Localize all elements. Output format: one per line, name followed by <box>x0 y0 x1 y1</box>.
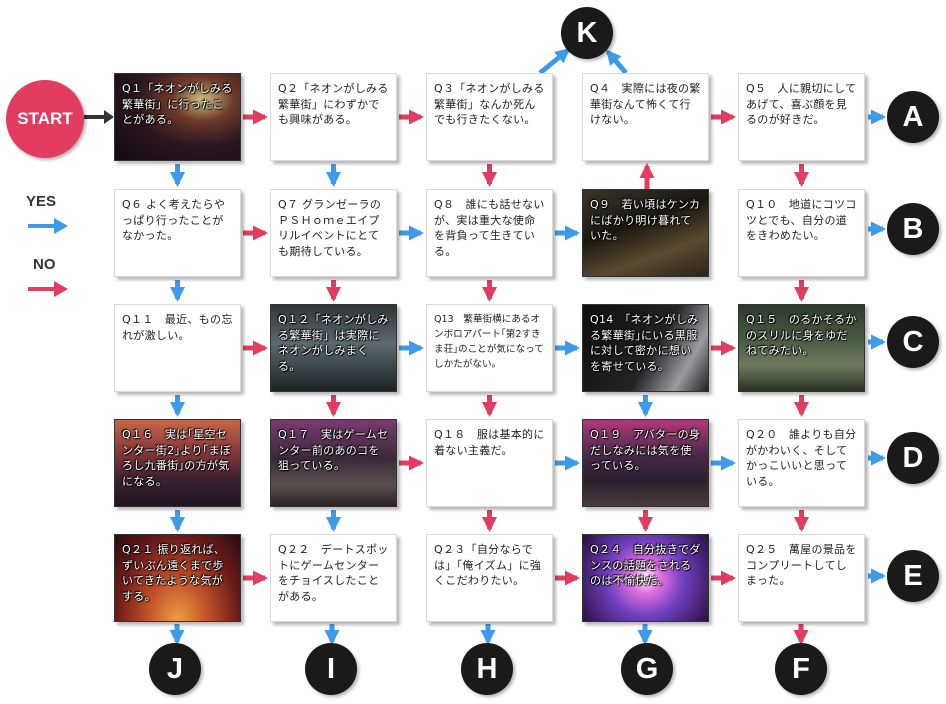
question-text: Q２２ デートスポットにゲームセンターをチョイスしたことがある。 <box>278 543 389 603</box>
question-text: Q１１ 最近、もの忘れが激しい。 <box>122 313 233 342</box>
question-box-q13: Q13 繁華街横にあるオンボロアパート｢第2すきま荘｣のことが気になってしかたが… <box>426 304 553 392</box>
arrow-q4-k <box>606 49 628 75</box>
result-circle-j: J <box>149 643 201 695</box>
question-text: Q４ 実際には夜の繁華街なんて怖くて行けない。 <box>590 82 701 126</box>
result-circle-d: D <box>887 432 939 484</box>
legend-yes-label: YES <box>26 193 57 210</box>
question-text: Q６ よく考えたらやっぱり行ったことがなかった。 <box>122 198 226 242</box>
question-box-q8: Q８ 誰にも話せないが、実は重大な使命を背負って生きている。 <box>426 189 553 277</box>
question-text: Q２３「自分ならでは」「俺イズム」に強くこだわりたい。 <box>434 543 542 587</box>
legend-no-arrow <box>28 281 68 297</box>
question-box-q24: Q２４ 自分抜きでダンスの話題をされるのは不愉快だ。 <box>582 534 709 622</box>
legend-yes-arrow <box>28 218 68 234</box>
question-text: Q１２「ネオンがしみる繁華街」は実際にネオンがしみまくる。 <box>278 313 389 373</box>
question-box-q7: Q７ グランゼーラのＰＳＨｏｍｅエイプリルイベントにとても期待している。 <box>270 189 397 277</box>
question-text: Q８ 誰にも話せないが、実は重大な使命を背負って生きている。 <box>434 198 545 258</box>
result-circle-i: I <box>305 643 357 695</box>
result-circle-k: K <box>561 7 613 59</box>
result-circle-g: G <box>621 643 673 695</box>
question-box-q9: Q９ 若い頃はケンカにばかり明け暮れていた。 <box>582 189 709 277</box>
question-text: Q５ 人に親切にしてあげて、喜ぶ顔を見るのが好きだ。 <box>746 82 857 126</box>
question-box-q18: Q１８ 服は基本的に着ない主義だ。 <box>426 419 553 507</box>
question-box-q10: Q１０ 地道にコツコツとでも、自分の道をきわめたい。 <box>738 189 865 277</box>
result-circle-a: A <box>887 91 939 143</box>
question-box-q2: Q２「ネオンがしみる繁華街」にわずかでも興味がある。 <box>270 73 397 161</box>
question-box-q21: Q２１ 振り返れば、ずいぶん遠くまで歩いてきたような気がする。 <box>114 534 241 622</box>
result-circle-h: H <box>461 643 513 695</box>
question-box-q25: Q２５ 萬屋の景品をコンプリートしてしまった。 <box>738 534 865 622</box>
question-box-q20: Q２０ 誰よりも自分がかわいく、そしてかっこいいと思っている。 <box>738 419 865 507</box>
question-text: Q３「ネオンがしみる繁華街」なんか死んでも行きたくない。 <box>434 82 545 126</box>
question-text: Q13 繁華街横にあるオンボロアパート｢第2すきま荘｣のことが気になってしかたが… <box>434 314 544 370</box>
start-circle: START <box>6 80 84 158</box>
question-text: Q９ 若い頃はケンカにばかり明け暮れていた。 <box>590 198 701 242</box>
question-text: Q１６ 実は｢星空センター街2｣より｢まぼろし九番街｣の方が気になる。 <box>122 428 232 488</box>
question-box-q3: Q３「ネオンがしみる繁華街」なんか死んでも行きたくない。 <box>426 73 553 161</box>
question-box-q4: Q４ 実際には夜の繁華街なんて怖くて行けない。 <box>582 73 709 161</box>
question-box-q14: Q14 ｢ネオンがしみる繁華街｣にいる黒服に対して密かに想いを寄せている。 <box>582 304 709 392</box>
legend-no-label: NO <box>33 256 56 273</box>
question-text: Q２１ 振り返れば、ずいぶん遠くまで歩いてきたような気がする。 <box>122 543 226 603</box>
result-circle-c: C <box>887 316 939 368</box>
question-box-q11: Q１１ 最近、もの忘れが激しい。 <box>114 304 241 392</box>
question-text: Q１５ のるかそるかのスリルに身をゆだねてみたい。 <box>746 313 857 357</box>
question-box-q23: Q２３「自分ならでは」「俺イズム」に強くこだわりたい。 <box>426 534 553 622</box>
start-arrowhead <box>104 110 114 124</box>
question-text: Q１９ アバターの身だしなみには気を使っている。 <box>590 428 701 472</box>
question-text: Q１０ 地道にコツコツとでも、自分の道をきわめたい。 <box>746 198 857 242</box>
question-text: Q２５ 萬屋の景品をコンプリートしてしまった。 <box>746 543 857 587</box>
question-box-q12: Q１２「ネオンがしみる繁華街」は実際にネオンがしみまくる。 <box>270 304 397 392</box>
question-text: Q２０ 誰よりも自分がかわいく、そしてかっこいいと思っている。 <box>746 428 857 488</box>
result-circle-b: B <box>887 203 939 255</box>
result-circle-f: F <box>775 643 827 695</box>
question-text: Q１８ 服は基本的に着ない主義だ。 <box>434 428 545 457</box>
question-text: Q14 ｢ネオンがしみる繁華街｣にいる黒服に対して密かに想いを寄せている。 <box>590 313 699 373</box>
arrow-q3-k <box>538 48 571 75</box>
question-text: Q１「ネオンがしみる繁華街」に行ったことがある。 <box>122 82 233 126</box>
question-box-q6: Q６ よく考えたらやっぱり行ったことがなかった。 <box>114 189 241 277</box>
question-box-q22: Q２２ デートスポットにゲームセンターをチョイスしたことがある。 <box>270 534 397 622</box>
question-text: Q２「ネオンがしみる繁華街」にわずかでも興味がある。 <box>278 82 389 126</box>
question-text: Q１７ 実はゲームセンター前のあのコを狙っている。 <box>278 428 389 472</box>
question-box-q16: Q１６ 実は｢星空センター街2｣より｢まぼろし九番街｣の方が気になる。 <box>114 419 241 507</box>
question-text: Q２４ 自分抜きでダンスの話題をされるのは不愉快だ。 <box>590 543 701 587</box>
question-box-q1: Q１「ネオンがしみる繁華街」に行ったことがある。 <box>114 73 241 161</box>
question-box-q17: Q１７ 実はゲームセンター前のあのコを狙っている。 <box>270 419 397 507</box>
result-circle-e: E <box>887 550 939 602</box>
question-box-q5: Q５ 人に親切にしてあげて、喜ぶ顔を見るのが好きだ。 <box>738 73 865 161</box>
question-text: Q７ グランゼーラのＰＳＨｏｍｅエイプリルイベントにとても期待している。 <box>278 198 382 258</box>
question-box-q19: Q１９ アバターの身だしなみには気を使っている。 <box>582 419 709 507</box>
question-box-q15: Q１５ のるかそるかのスリルに身をゆだねてみたい。 <box>738 304 865 392</box>
